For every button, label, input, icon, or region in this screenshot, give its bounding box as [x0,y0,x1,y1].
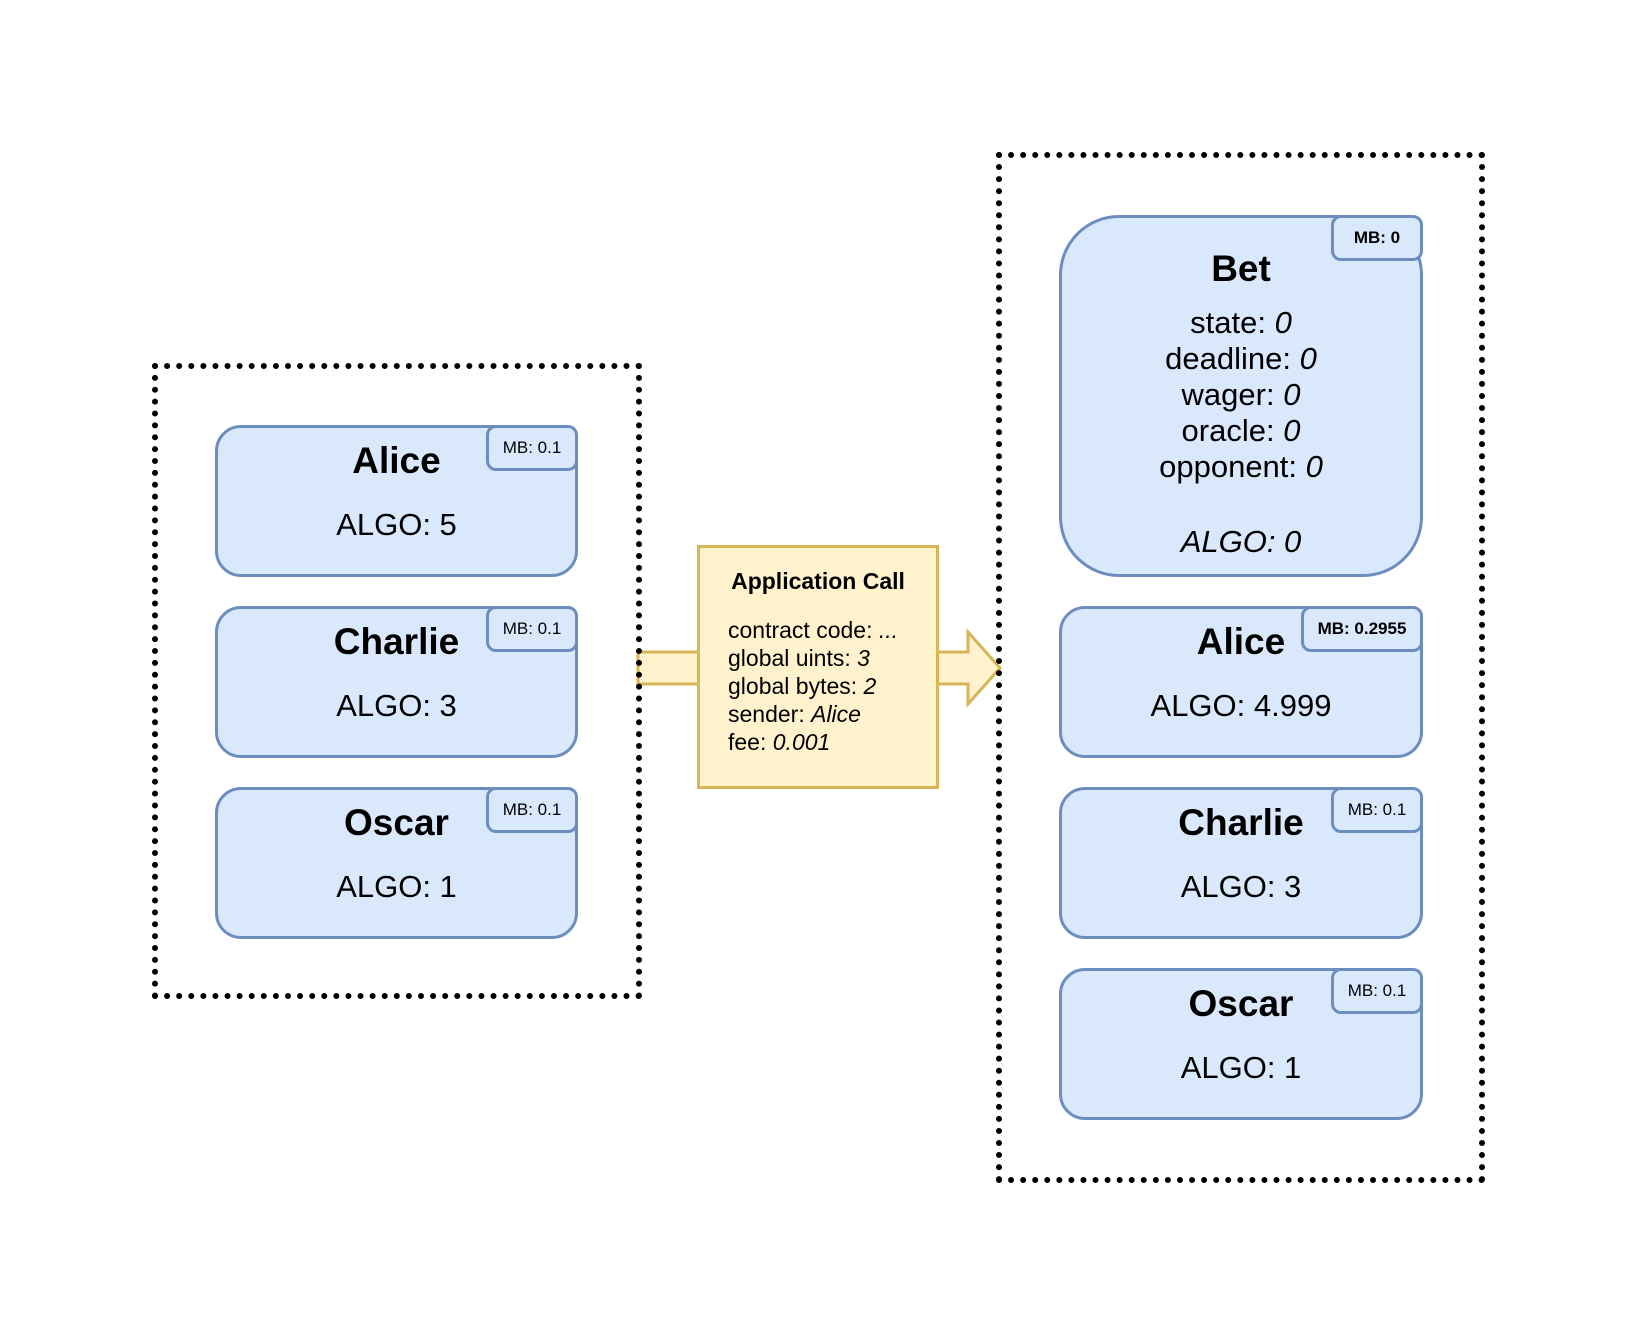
bet-state-field: state: 0 [1062,305,1420,341]
bet-state-field: opponent: 0 [1062,449,1420,485]
field-label: state: [1190,305,1275,340]
bet-balance: ALGO: 0 [1180,524,1302,559]
field-label: opponent: [1159,449,1306,484]
field-value: 0.001 [772,729,831,755]
before-state-group [152,363,642,999]
before-account-charlie: Charlie ALGO: 3 MB: 0.1 [215,606,578,758]
transaction-fields: contract code: ... global uints: 3 globa… [728,616,898,756]
before-account-oscar: Oscar ALGO: 1 MB: 0.1 [215,787,578,939]
after-state-group [996,152,1485,1183]
transaction-title: Application Call [731,568,905,594]
bet-state-field: oracle: 0 [1062,413,1420,449]
transaction-field: sender: Alice [728,700,898,728]
account-balance: ALGO: 3 [1180,869,1302,904]
account-name: Alice [352,440,441,481]
account-balance: ALGO: 5 [336,507,457,542]
field-label: deadline: [1165,341,1300,376]
field-value: 0 [1299,341,1317,376]
field-value: 0 [1274,305,1292,340]
min-balance-badge: MB: 0 [1331,215,1423,261]
field-label: fee: [728,729,773,755]
field-value: ... [878,617,899,643]
account-balance: ALGO: 4.999 [1150,688,1332,723]
transaction-field: global bytes: 2 [728,672,898,700]
account-balance: ALGO: 3 [336,688,457,723]
field-value: 0 [1283,413,1301,448]
account-name: Oscar [344,802,449,843]
field-value: 2 [863,673,877,699]
account-name: Alice [1196,621,1286,662]
field-label: wager: [1181,377,1284,412]
min-balance-badge: MB: 0.1 [1331,787,1423,833]
account-balance: ALGO: 1 [336,869,457,904]
field-value: 0 [1283,377,1301,412]
min-balance-badge: MB: 0.1 [486,787,578,833]
bet-global-state: state: 0 deadline: 0 wager: 0 oracle: 0 … [1062,305,1420,485]
application-call-transaction: Application Call contract code: ... glob… [697,545,939,789]
min-balance-badge: MB: 0.2955 [1301,606,1423,652]
field-value: 3 [857,645,870,671]
min-balance-badge: MB: 0.1 [486,425,578,471]
after-account-alice: Alice ALGO: 4.999 MB: 0.2955 [1059,606,1423,758]
field-label: global bytes: [728,673,864,699]
field-value: Alice [811,701,861,727]
field-label: oracle: [1181,413,1284,448]
field-label: contract code: [728,617,879,643]
after-account-oscar: Oscar ALGO: 1 MB: 0.1 [1059,968,1423,1120]
account-name: Charlie [1178,802,1304,843]
account-balance: ALGO: 1 [1180,1050,1302,1085]
bet-name: Bet [1211,248,1271,289]
before-account-alice: Alice ALGO: 5 MB: 0.1 [215,425,578,577]
account-name: Charlie [333,621,460,662]
min-balance-badge: MB: 0.1 [1331,968,1423,1014]
bet-application-account: Bet state: 0 deadline: 0 wager: 0 oracle… [1059,215,1423,577]
field-label: global uints: [728,645,858,671]
after-account-charlie: Charlie ALGO: 3 MB: 0.1 [1059,787,1423,939]
bet-state-field: wager: 0 [1062,377,1420,413]
transaction-field: contract code: ... [728,616,898,644]
min-balance-badge: MB: 0.1 [486,606,578,652]
transaction-field: global uints: 3 [728,644,898,672]
field-value: 0 [1305,449,1323,484]
bet-state-field: deadline: 0 [1062,341,1420,377]
field-label: sender: [728,701,812,727]
account-name: Oscar [1188,983,1294,1024]
transaction-field: fee: 0.001 [728,728,898,756]
